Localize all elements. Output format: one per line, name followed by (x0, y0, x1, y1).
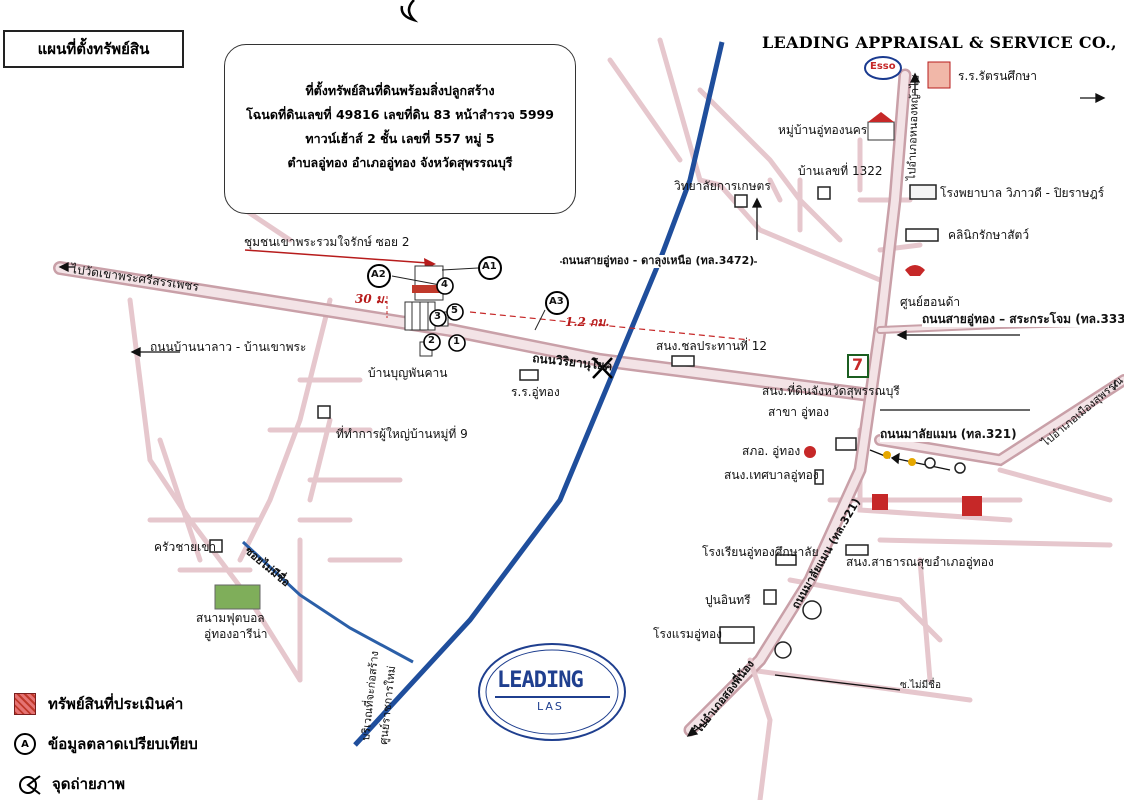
label-agri-college: วิทยาลัยการเกษตร (674, 179, 771, 193)
main-roads (53, 68, 1124, 800)
info-line-3: ทาวน์เฮ้าส์ 2 ชั้น เลขที่ 557 หมู่ 5 (305, 131, 495, 146)
legend-photo-point-label: จุดถ่ายภาพ (52, 775, 126, 793)
info-line-2: โฉนดที่ดินเลขที่ 49816 เลขที่ดิน 83 หน้า… (246, 107, 554, 122)
label-irrigation-12: สนง.ชลประทานที่ 12 (656, 339, 768, 353)
distance-dashed-line (469, 311, 751, 341)
marker-4: 4 (441, 279, 448, 290)
label-hospital: โรงพยาบาล วิภาวดี - ปิยราษฎร์ (940, 186, 1105, 200)
marker-2: 2 (428, 335, 435, 346)
label-road-3472: ถนนสายอู่ทอง - ดาลุงเหนือ (ทล.3472) (562, 254, 755, 268)
label-village-u-thong-nakhon: หมู่บ้านอู่ทองนคร (778, 123, 868, 137)
legend-subject-label: ทรัพย์สินที่ประเมินค่า (48, 695, 184, 713)
legend-comparables-label: ข้อมูลตลาดเปรียบเทียบ (48, 735, 198, 753)
label-land-branch: สาขา อู่ทอง (768, 405, 830, 419)
marker-a1: A1 (482, 261, 497, 272)
legend-subject: ทรัพย์สินที่ประเมินค่า (14, 692, 183, 716)
legend-photo-symbol (19, 775, 41, 795)
label-honda: ศูนย์ฮอนด้า (900, 295, 961, 309)
label-community-soi2: ชุมชนเขาพระรวมใจรักษ์ ซอย 2 (244, 235, 410, 249)
label-1-2km: 1.2 กม. (565, 315, 610, 329)
marker-1: 1 (453, 336, 460, 347)
marker-leaders (391, 267, 546, 331)
legend-photo-point: จุดถ่ายภาพ (52, 772, 125, 796)
info-line-4: ตำบลอู่ทอง อำเภออู่ทอง จังหวัดสุพรรณบุรี (287, 155, 513, 170)
esso-logo-text: Esso (870, 61, 896, 72)
stamp-bottom-text: LAS (537, 700, 564, 713)
legend-comparables: A ข้อมูลตลาดเปรียบเทียบ (14, 732, 198, 756)
label-road-malai-321: ถนนมาลัยแมน (ทล.321) (880, 427, 1017, 442)
community-arrow (244, 249, 429, 264)
minor-roads (127, 37, 1113, 703)
label-soi-small: ซ.ไม่มีชื่อ (900, 680, 941, 691)
label-headman: ที่ทำการผู้ใหญ่บ้านหมู่ที่ 9 (336, 427, 468, 441)
brand-icons (214, 56, 982, 610)
label-khrua-chai-khao: ครัวชายเขา (154, 540, 217, 554)
property-info-box: ที่ตั้งทรัพย์สินที่ดินพร้อมสิ่งปลูกสร้าง… (224, 44, 576, 214)
marker-5: 5 (451, 305, 458, 316)
comparable-markers (367, 256, 569, 315)
legend-comparable-symbol: A (14, 733, 36, 755)
map-title: แผนที่ตั้งทรัพย์สิน (3, 30, 184, 68)
map-icons (209, 184, 966, 659)
company-name: LEADING APPRAISAL & SERVICE CO., (762, 33, 1117, 52)
moon-icon (400, 0, 419, 23)
seven-eleven-logo: 7 (852, 355, 864, 374)
label-30m: 30 ม. (355, 292, 388, 306)
label-hotel: โรงแรมอู่ทอง (653, 627, 723, 641)
canal-road (241, 540, 414, 664)
label-puninthree: ปูนอินทรี (705, 593, 751, 607)
label-animal-clinic: คลินิกรักษาสัตว์ (948, 228, 1030, 242)
label-police: สภอ. อู่ทอง (742, 444, 801, 458)
marker-a2: A2 (371, 269, 386, 280)
label-school-u-thong: ร.ร.อู่ทอง (511, 385, 560, 399)
label-ban-bun: บ้านบุญพันคาน (368, 366, 448, 380)
intersection-icon (592, 357, 613, 379)
stamp-top-text: LEADING (497, 668, 584, 693)
label-school-sueksa: โรงเรียนอู่ทองศึกษาลัย (702, 545, 819, 559)
marker-a3: A3 (549, 296, 564, 307)
label-rattana-school: ร.ร.รัตรนศึกษา (958, 69, 1037, 83)
leading-stamp (478, 643, 626, 741)
highway-road (353, 41, 725, 747)
photo-points (423, 277, 466, 352)
legend-subject-swatch (14, 693, 36, 715)
label-house-1322: บ้านเลขที่ 1322 (798, 164, 883, 178)
label-football-1: สนามฟุตบอล (196, 611, 265, 625)
label-road-na-lao: ถนนบ้านนาลาว - บ้านเขาพระ (150, 340, 307, 354)
label-football-2: อู่ทองอารีน่า (204, 627, 268, 641)
label-public-health: สนง.สาธารณสุขอำเภออู่ทอง (846, 555, 994, 569)
label-road-333: ถนนสายอู่ทอง – สระกระโจม (ทล.333) (922, 312, 1124, 327)
info-line-1: ที่ตั้งทรัพย์สินที่ดินพร้อมสิ่งปลูกสร้าง (305, 83, 495, 98)
label-municipal: สนง.เทศบาลอู่ทอง (724, 468, 819, 482)
label-land-office: สนง.ที่ดินจังหวัดสุพรรณบุรี (762, 384, 900, 398)
marker-3: 3 (434, 311, 441, 322)
